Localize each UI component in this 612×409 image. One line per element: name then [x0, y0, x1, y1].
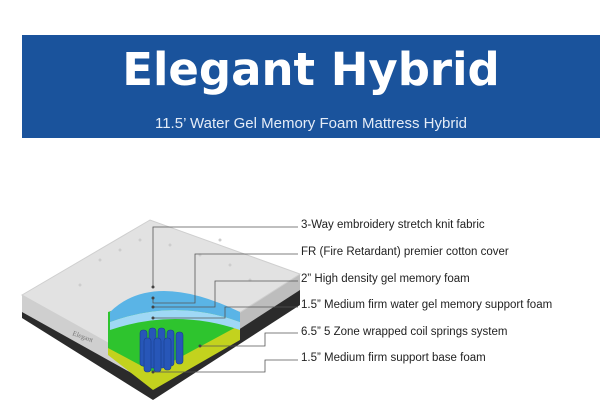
product-title: Elegant Hybrid [122, 43, 500, 96]
gel-memory-foam-layer [110, 291, 240, 322]
layer-label-coils: 6.5” 5 Zone wrapped coil springs system [301, 326, 508, 338]
layer-label-cover: FR (Fire Retardant) premier cotton cover [301, 246, 509, 258]
water-gel-foam-layer [110, 310, 240, 330]
layer-label-base-foam: 1.5” Medium firm support base foam [301, 352, 486, 364]
leader-lines [152, 226, 298, 373]
layer-label-gel-foam: 2” High density gel memory foam [301, 273, 470, 285]
quilt-pattern [78, 238, 252, 287]
title-banner: Elegant Hybrid 11.5’ Water Gel Memory Fo… [22, 35, 600, 138]
product-subtitle: 11.5’ Water Gel Memory Foam Mattress Hyb… [154, 115, 468, 132]
leader-dots [151, 285, 202, 374]
layer-label-fabric: 3-Way embroidery stretch knit fabric [301, 219, 485, 231]
layer-label-water-gel-foam: 1.5” Medium firm water gel memory suppor… [301, 299, 553, 311]
base-foam-layer [108, 325, 240, 390]
coil-springs [139, 327, 184, 373]
